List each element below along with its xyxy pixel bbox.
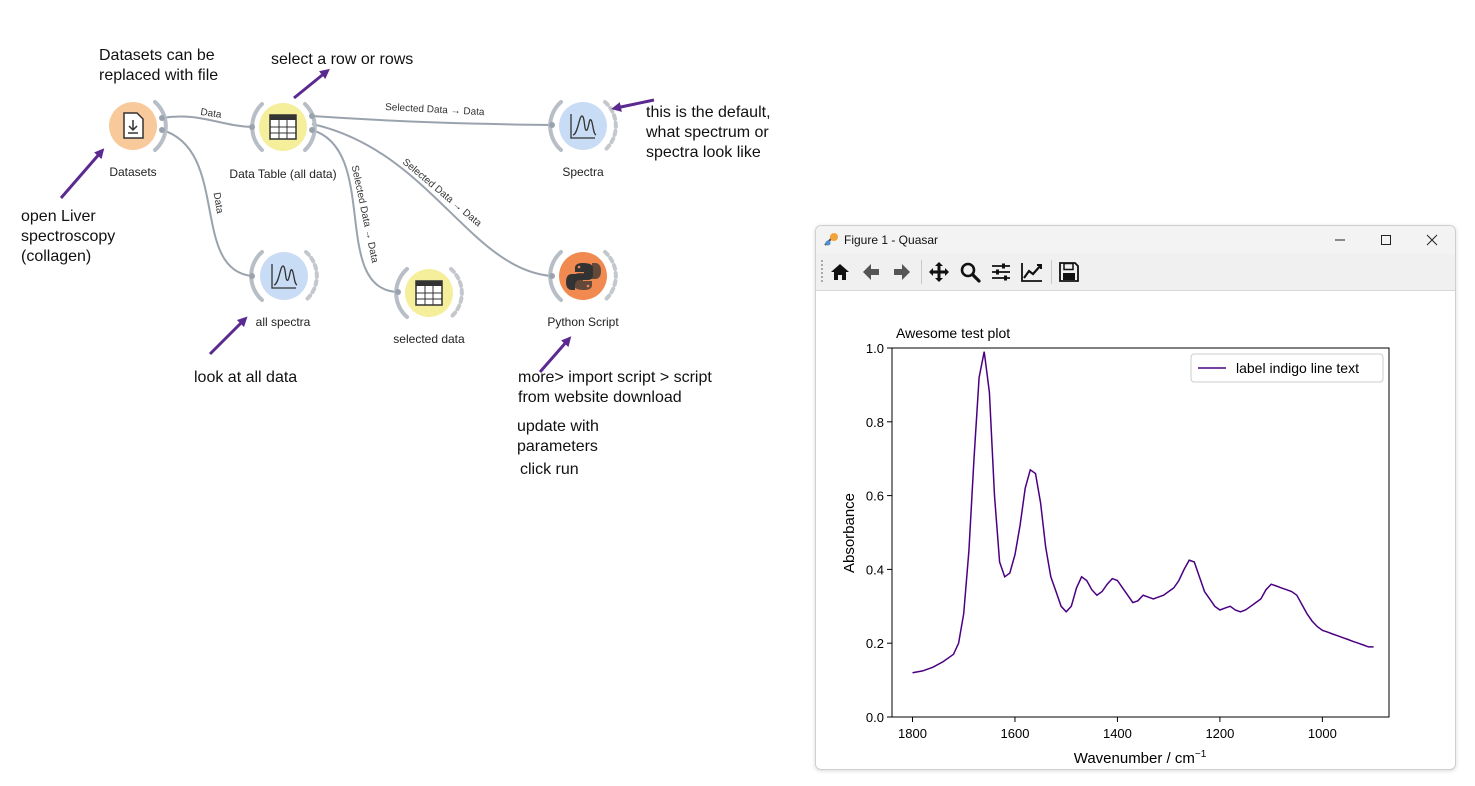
- edit-axis-icon: [1021, 263, 1042, 282]
- widget-all-spectra[interactable]: [249, 250, 319, 302]
- edit-axis-button[interactable]: [1019, 260, 1045, 284]
- forward-icon: [894, 264, 910, 280]
- widget-label-selected-data: selected data: [393, 332, 465, 346]
- close-icon: [1426, 234, 1438, 246]
- python-icon: [566, 263, 601, 290]
- link-label: Selected Data → Data: [349, 164, 381, 264]
- pan-button[interactable]: [926, 260, 952, 284]
- widget-label-data-table: Data Table (all data): [229, 167, 337, 181]
- x-tick-label: 1400: [1103, 726, 1132, 741]
- toolbar-separator: [1051, 260, 1052, 284]
- maximize-icon: [1381, 235, 1391, 245]
- home-icon: [831, 264, 849, 280]
- minimize-icon: [1335, 239, 1345, 241]
- annotation-select-rows: select a row or rows: [271, 51, 414, 68]
- link-datatable-selecteddata[interactable]: Selected Data → Data: [311, 129, 399, 293]
- widget-data-table[interactable]: [249, 102, 317, 152]
- toolbar-grip: [821, 260, 823, 284]
- window-titlebar[interactable]: Figure 1 - Quasar: [816, 226, 1455, 254]
- toolbar-separator: [921, 260, 922, 284]
- home-button[interactable]: [827, 260, 853, 284]
- legend[interactable]: label indigo line text: [1190, 353, 1384, 383]
- forward-button[interactable]: [889, 260, 915, 284]
- x-tick-label: 1000: [1308, 726, 1337, 741]
- link-datatable-spectra[interactable]: Selected Data → Data: [311, 102, 553, 126]
- link-label: Selected Data → Data: [385, 102, 485, 118]
- zoom-icon: [960, 262, 981, 283]
- table-icon: [415, 280, 443, 306]
- link-label: Selected Data → Data: [400, 157, 484, 230]
- x-tick-label: 1200: [1205, 726, 1234, 741]
- navigation-toolbar: [816, 254, 1455, 291]
- widget-python-script[interactable]: [548, 250, 618, 302]
- y-tick-label: 0.4: [866, 562, 884, 577]
- pan-icon: [929, 262, 949, 282]
- x-axis-label: Wavenumber / cm−1: [1074, 749, 1207, 767]
- spectra-icon: [570, 114, 597, 139]
- maximize-button[interactable]: [1363, 226, 1409, 254]
- legend-label: label indigo line text: [1236, 360, 1359, 376]
- link-label: Data: [200, 107, 223, 121]
- close-button[interactable]: [1409, 226, 1455, 254]
- x-tick-label: 1600: [1001, 726, 1030, 741]
- y-tick-label: 0.0: [866, 710, 884, 725]
- y-tick-label: 0.6: [866, 489, 884, 504]
- widget-label-python-script: Python Script: [547, 315, 619, 329]
- link-datasets-datatable[interactable]: Data: [161, 107, 253, 128]
- configure-subplots-icon: [992, 263, 1010, 281]
- spectra-icon: [271, 264, 298, 289]
- annotation-click-run: click run: [520, 461, 579, 478]
- widget-label-datasets: Datasets: [109, 165, 157, 179]
- link-label: Data: [211, 192, 226, 215]
- widget-label-spectra: Spectra: [562, 165, 604, 179]
- back-icon: [863, 264, 879, 280]
- y-tick-label: 1.0: [866, 341, 884, 356]
- axes-frame: [891, 347, 1390, 718]
- x-tick-label: 1800: [898, 726, 927, 741]
- save-button[interactable]: [1056, 260, 1082, 284]
- link-datatable-pythonscript[interactable]: Selected Data → Data: [311, 123, 553, 277]
- annotation-all-data: look at all data: [194, 369, 298, 386]
- widget-datasets[interactable]: [109, 100, 168, 152]
- spectrum-chart[interactable]: Awesome test plot 1800 1600 1400 1200 1000 0…: [816, 291, 1455, 769]
- figure-window[interactable]: Figure 1 - Quasar: [815, 225, 1456, 770]
- chart-title: Awesome test plot: [896, 325, 1010, 341]
- link-datasets-allspectra[interactable]: Data: [161, 129, 253, 277]
- download-doc-icon: [123, 112, 144, 139]
- y-tick-label: 0.2: [866, 636, 884, 651]
- y-tick-label: 0.8: [866, 415, 884, 430]
- plot-area[interactable]: Awesome test plot 1800 1600 1400 1200 1000 0…: [816, 291, 1455, 769]
- annotation-arrows: [59, 68, 655, 373]
- configure-subplots-button[interactable]: [988, 260, 1014, 284]
- back-button[interactable]: [858, 260, 884, 284]
- widget-selected-data[interactable]: [394, 267, 464, 319]
- y-axis-label: Absorbance: [841, 493, 858, 573]
- minimize-button[interactable]: [1317, 226, 1363, 254]
- save-icon: [1059, 262, 1079, 282]
- table-icon: [269, 114, 297, 140]
- window-title: Figure 1 - Quasar: [844, 233, 939, 247]
- zoom-button[interactable]: [957, 260, 983, 284]
- series-line-0: [912, 351, 1374, 674]
- widget-label-all-spectra: all spectra: [255, 315, 311, 329]
- quasar-app-icon: [824, 233, 838, 246]
- widget-spectra[interactable]: [548, 100, 618, 152]
